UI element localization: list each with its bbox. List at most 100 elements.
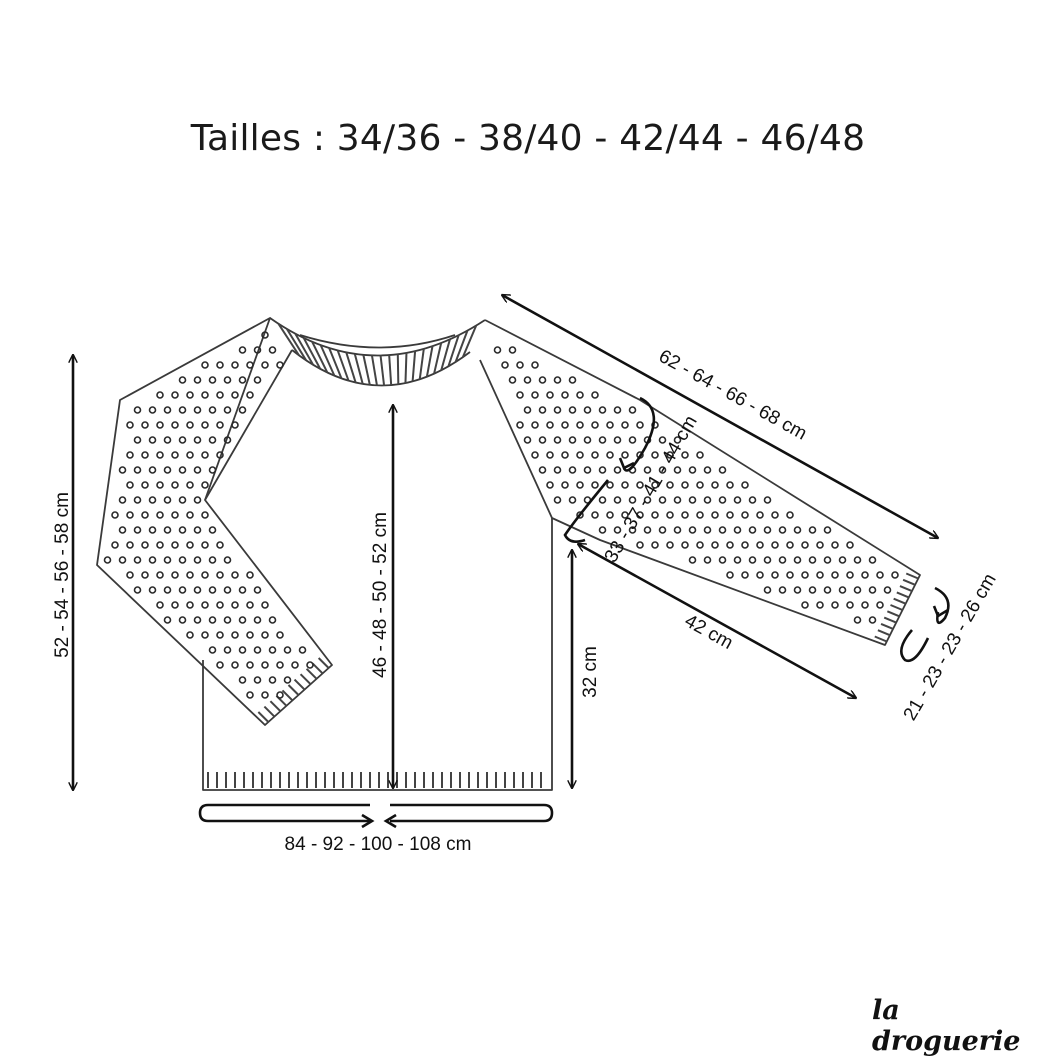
polka-dot [133,526,142,534]
body-outline [202,518,553,791]
polka-dot [261,601,269,609]
polka-dot [148,526,157,534]
neck-rib [411,351,417,382]
polka-dot [546,421,554,429]
polka-dot [598,406,607,414]
left-cuff-rib [257,711,270,723]
polka-dot [613,466,622,474]
polka-dot [756,571,764,579]
polka-dot [163,586,172,594]
polka-dot [238,676,247,684]
polka-dot [276,691,284,699]
polka-dot [808,556,817,564]
polka-dot [823,556,832,564]
polka-dot [246,391,254,399]
polka-dot [786,511,794,519]
polka-dot [178,616,187,624]
polka-dot [171,541,179,549]
polka-dot [193,466,202,474]
polka-dot [553,406,562,414]
polka-dot [126,481,134,489]
neck-rib [353,353,364,385]
left-cuff-rib [269,700,282,712]
polka-dot [688,496,697,504]
polka-dot [726,511,734,519]
neck-rib [345,352,357,383]
polka-dot [651,541,659,549]
polka-dot [838,556,847,564]
left-cuff-rib [305,668,318,680]
polka-dot [231,601,239,609]
left-cuff-rib [299,673,312,685]
neck-rib [404,352,408,384]
polka-dot [231,361,239,369]
neckline-inner [291,349,471,387]
polka-dot [156,541,164,549]
polka-dot [591,511,599,519]
polka-dot [118,526,127,534]
polka-dot [861,601,869,609]
polka-dot [831,571,839,579]
polka-dot [501,361,509,369]
polka-dot [868,616,877,624]
sleeve-length-arrow [502,295,938,538]
polka-dot [216,361,224,369]
polka-dot [261,691,269,699]
chest-arrow-right-head [383,813,397,829]
polka-dot [658,526,667,534]
right-cuff-rib [890,604,903,611]
polka-dot [621,481,629,489]
polka-dot [156,511,164,519]
polka-dot [748,526,757,534]
polka-dot [156,571,164,579]
polka-dot [531,451,539,459]
polka-dot [238,376,247,384]
polka-dot [126,511,134,519]
polka-dot [118,496,127,504]
polka-dot [853,586,862,594]
polka-dot [561,451,569,459]
polka-dot [231,391,239,399]
polka-dot [111,541,119,549]
polka-dot [523,406,532,414]
right-cuff-rib [883,616,897,624]
polka-dot [163,496,172,504]
polka-dot [598,466,607,474]
polka-dot [133,556,142,564]
polka-dot [531,421,539,429]
polka-dot [238,346,247,354]
right-cuff-rib [874,635,888,643]
polka-dot [186,391,194,399]
polka-dot [598,496,607,504]
polka-dot [148,496,157,504]
total-length-label: 52 - 54 - 56 - 58 cm [52,492,73,658]
polka-dot [223,646,232,654]
polka-dot [246,631,254,639]
polka-dot [156,451,164,459]
polka-dot [553,436,562,444]
polka-dot [861,571,869,579]
polka-dot [493,346,502,354]
polka-dot [118,556,127,564]
polka-dot [823,586,832,594]
polka-dot [606,481,614,489]
polka-dot [261,361,269,369]
polka-dot [216,421,224,429]
neck-rib [362,354,371,386]
polka-dot [763,586,772,594]
polka-dot [171,571,179,579]
neck-rib [319,344,336,377]
polka-dot [741,511,749,519]
polka-dot [156,481,164,489]
polka-dot [816,601,824,609]
polka-dot [516,361,524,369]
polka-dot [276,361,284,369]
polka-dot [703,496,712,504]
polka-dot [186,511,194,519]
polka-dot [253,646,262,654]
brand-logo: la droguerie [872,995,1021,1056]
polka-dot [148,586,157,594]
polka-dot [208,556,217,564]
polka-dot [276,661,284,669]
polka-dot [133,406,142,414]
